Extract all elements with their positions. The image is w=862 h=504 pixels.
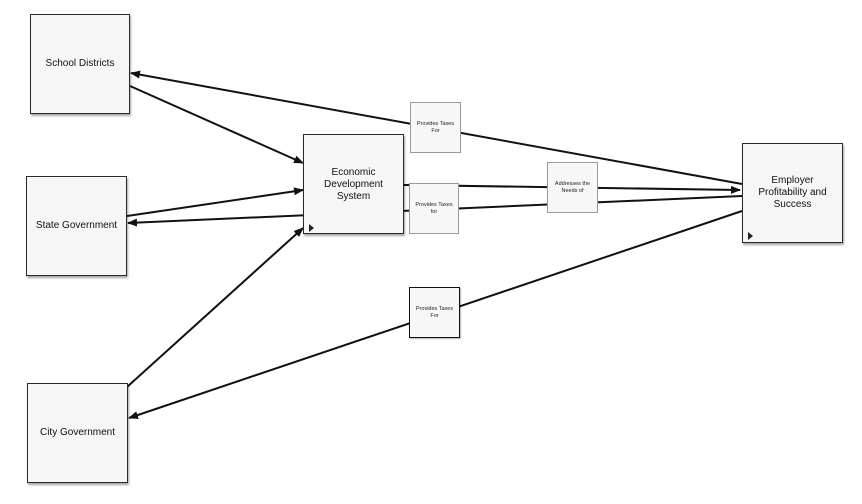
node-city-government-label: City Government [39,427,116,438]
node-state-government[interactable]: State Government [26,176,127,276]
node-employer-profitability-label: Employer Profitability and Success [758,175,827,210]
node-economic-development-system[interactable]: Economic Development System [303,134,404,234]
link-label-state-taxes[interactable]: Provides Taxes for [409,183,459,234]
expand-arrow-icon[interactable] [309,224,314,232]
node-school-districts-label: School Districts [45,58,115,69]
node-employer-profitability[interactable]: Employer Profitability and Success [742,143,843,243]
edge-city-to-eds[interactable] [126,227,304,388]
node-state-government-label: State Government [35,220,118,231]
node-school-districts[interactable]: School Districts [30,14,130,114]
link-label-school-taxes[interactable]: Provides Taxes For [410,102,461,153]
link-label-state-taxes-text: Provides Taxes for [415,201,453,215]
expand-arrow-icon[interactable] [748,232,753,240]
link-label-school-taxes-text: Provides Taxes For [416,120,455,134]
edge-state-to-eds[interactable] [126,187,304,217]
link-label-addresses-needs-text: Addresses the Needs of [554,180,591,194]
node-city-government[interactable]: City Government [27,383,128,483]
link-label-city-taxes[interactable]: Provides Taxes For [409,287,460,338]
edge-school-to-eds[interactable] [129,85,304,164]
link-label-addresses-needs[interactable]: Addresses the Needs of [547,162,598,213]
link-label-city-taxes-text: Provides Taxes For [415,305,454,319]
node-economic-development-system-label: Economic Development System [324,167,383,202]
